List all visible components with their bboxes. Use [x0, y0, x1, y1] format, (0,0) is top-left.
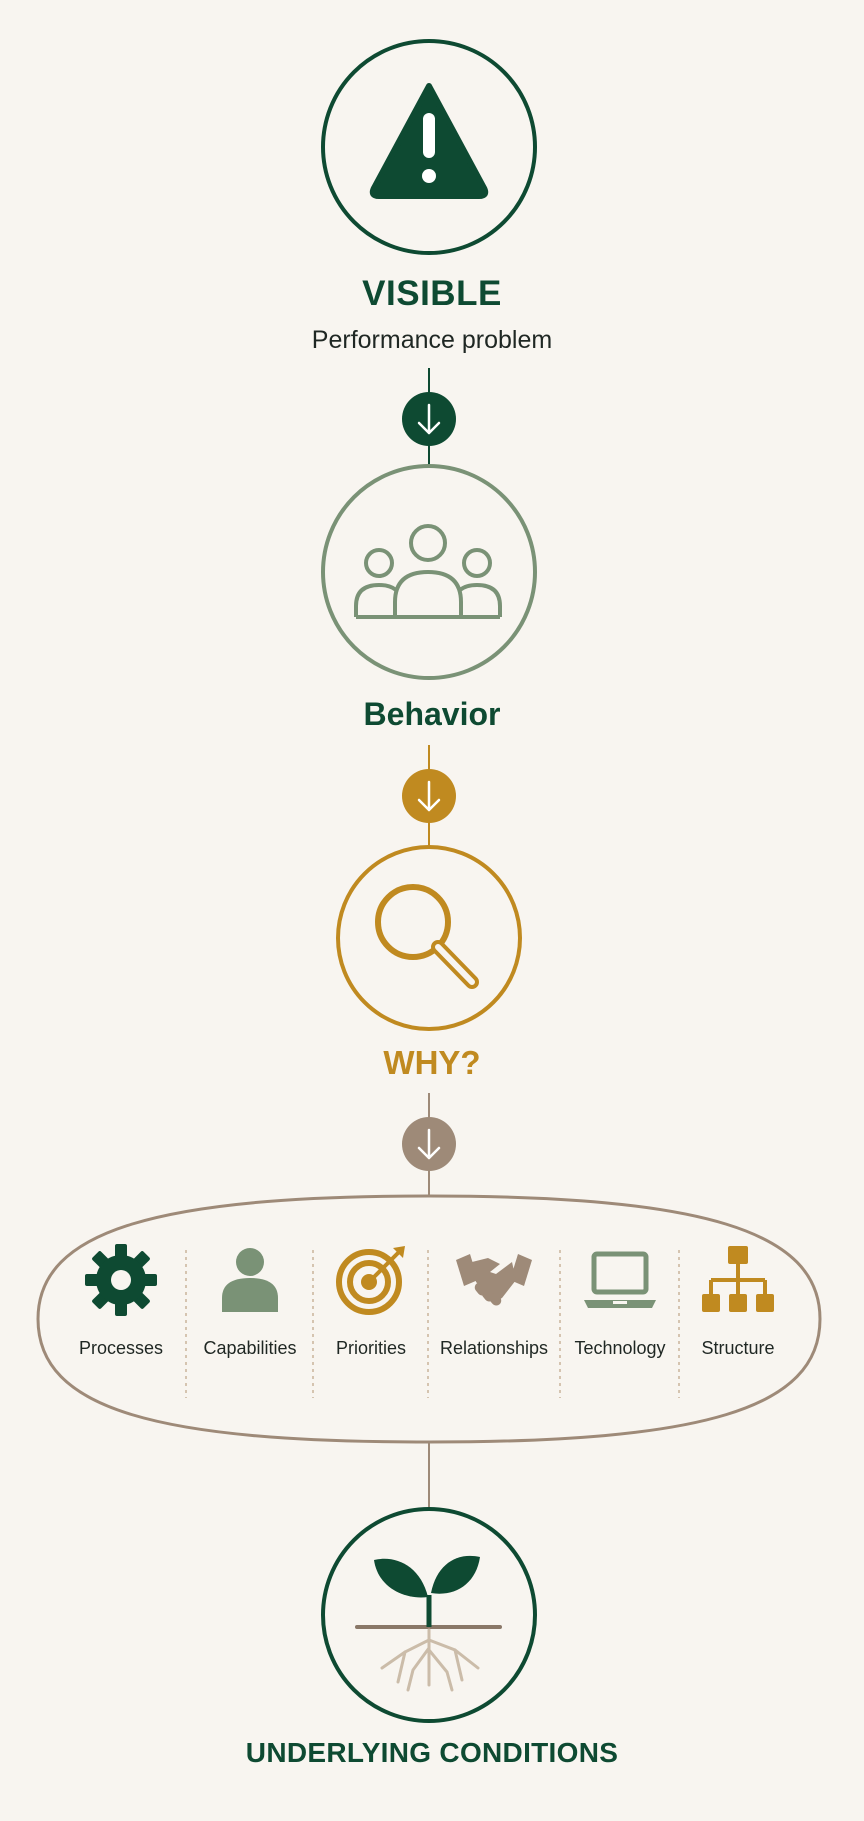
arrow-down-icon: [402, 769, 456, 823]
visible-title: VISIBLE: [362, 274, 502, 313]
condition-label: Priorities: [335, 1338, 406, 1358]
why-circle: [336, 845, 522, 1031]
condition-processes: Processes: [56, 1240, 186, 1359]
condition-label: Relationships: [439, 1338, 549, 1358]
condition-technology: Technology: [555, 1240, 685, 1359]
visible-circle: [321, 39, 537, 255]
target-icon: [336, 1246, 405, 1315]
condition-relationships: Relationships: [429, 1240, 559, 1359]
warning-icon: [369, 83, 489, 199]
conditions-container: [36, 1194, 822, 1444]
condition-capabilities: Capabilities: [185, 1240, 315, 1359]
sprout-roots-icon: [355, 1555, 502, 1692]
condition-label: Technology: [574, 1338, 666, 1358]
condition-label: Capabilities: [203, 1338, 297, 1358]
condition-structure: Structure: [673, 1240, 803, 1359]
magnifier-icon: [375, 884, 479, 989]
condition-priorities: Priorities: [306, 1240, 436, 1359]
handshake-icon: [456, 1254, 532, 1306]
gear-icon: [85, 1244, 157, 1316]
underlying-circle: [321, 1507, 537, 1723]
laptop-icon: [584, 1251, 656, 1308]
arrow-down-icon: [402, 392, 456, 446]
visible-subtitle: Performance problem: [311, 326, 553, 354]
person-icon: [222, 1248, 278, 1312]
underlying-title: UNDERLYING CONDITIONS: [245, 1737, 619, 1768]
condition-label: Processes: [78, 1338, 164, 1358]
behavior-title: Behavior: [363, 696, 501, 732]
behavior-circle: [321, 464, 537, 680]
arrow-down-icon: [402, 1117, 456, 1171]
why-title: WHY?: [383, 1044, 481, 1081]
people-group-icon: [354, 524, 502, 619]
org-chart-icon: [702, 1246, 774, 1312]
condition-label: Structure: [701, 1338, 775, 1358]
